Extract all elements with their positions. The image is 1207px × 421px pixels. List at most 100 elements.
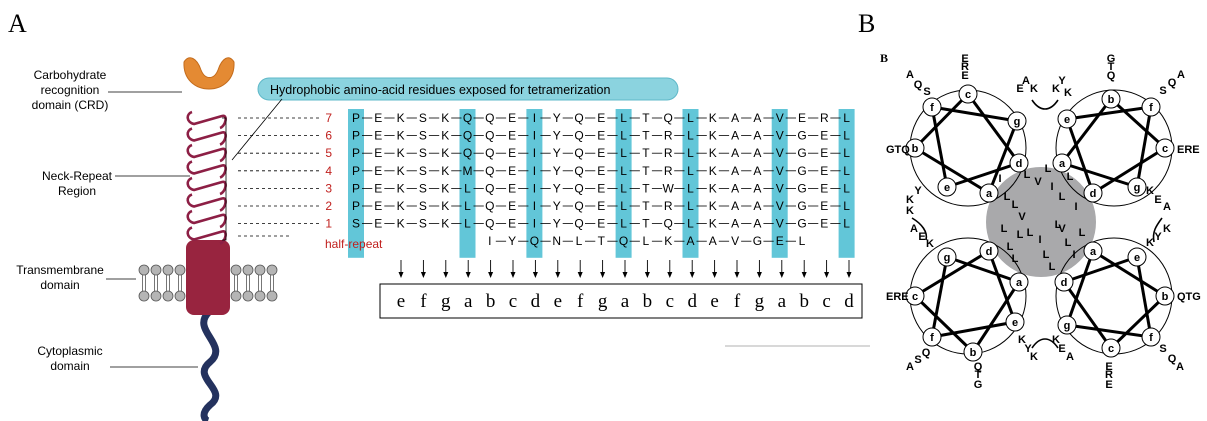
wheel-spoke xyxy=(1062,99,1111,163)
residue: E xyxy=(374,129,382,143)
lipid-head xyxy=(243,265,253,275)
core-residue: L xyxy=(1012,253,1019,265)
wheel-position-label: d xyxy=(1061,277,1068,289)
protein-schematic xyxy=(139,58,277,421)
salt-bridge-residue: Y xyxy=(914,185,922,197)
residue: L xyxy=(620,181,627,195)
edge-residue: A xyxy=(906,361,914,373)
residue: P xyxy=(352,129,360,143)
heptad-letter: g xyxy=(598,291,608,312)
repeat-number: 7 xyxy=(325,111,332,125)
wheel-position-label: g xyxy=(1014,116,1021,128)
residue: L xyxy=(843,164,850,178)
wheel-position-label: e xyxy=(1064,114,1070,126)
residue: L xyxy=(843,146,850,160)
arrow-head xyxy=(399,272,404,278)
residue: P xyxy=(352,199,360,213)
coil-turn xyxy=(188,211,226,227)
residue: L xyxy=(464,199,471,213)
salt-bridge-residue: Y xyxy=(1058,75,1066,87)
wheel-position-label: a xyxy=(986,188,993,200)
residue: T xyxy=(642,217,650,231)
wheel-position-label: d xyxy=(986,246,993,258)
residue: V xyxy=(776,129,784,143)
residue: G xyxy=(797,146,806,160)
residue: L xyxy=(687,164,694,178)
edge-residue: A xyxy=(1177,69,1185,81)
residue: E xyxy=(508,146,516,160)
arrow-head xyxy=(555,272,560,278)
wheel-position-label: b xyxy=(1162,291,1169,303)
residue: K xyxy=(441,129,449,143)
core-residue: L xyxy=(1055,219,1062,231)
residue: K xyxy=(441,181,449,195)
residue: L xyxy=(620,199,627,213)
residue: Q xyxy=(664,111,673,125)
residue: V xyxy=(776,199,784,213)
lipid-head xyxy=(151,265,161,275)
residue: L xyxy=(687,111,694,125)
residue: A xyxy=(686,234,694,248)
repeat-number: 5 xyxy=(325,146,332,160)
core-residue: V xyxy=(1018,211,1026,223)
residue: Q xyxy=(530,234,539,248)
panel-a-letter: A xyxy=(8,9,27,38)
lipid-head xyxy=(175,291,185,301)
residue: E xyxy=(374,217,382,231)
residue: Q xyxy=(485,217,494,231)
residue: S xyxy=(419,217,427,231)
heptad-letter: g xyxy=(755,291,765,312)
residue: Y xyxy=(553,181,561,195)
heptad-letter: c xyxy=(822,291,830,312)
wheel-position-label: f xyxy=(1149,102,1153,114)
residue: Q xyxy=(574,217,583,231)
residue: E xyxy=(508,164,516,178)
residue: Q xyxy=(664,217,673,231)
residue: Q xyxy=(574,199,583,213)
residue: E xyxy=(597,111,605,125)
residue: E xyxy=(597,217,605,231)
arrow-head xyxy=(824,272,829,278)
residue: E xyxy=(374,146,382,160)
heptad-letter: f xyxy=(420,291,427,312)
residue: K xyxy=(709,199,717,213)
core-residue: I xyxy=(1072,249,1075,261)
label-crd-line2: recognition xyxy=(41,83,100,97)
edge-residue: Q xyxy=(922,347,931,359)
residue: I xyxy=(533,181,536,195)
wheel-position-label: d xyxy=(1016,158,1023,170)
lipid-head xyxy=(139,265,149,275)
cytoplasmic-tail xyxy=(204,312,216,421)
salt-bridge-residue: A xyxy=(1163,201,1171,213)
sequence-alignment: 7PEKSKQQEIYQELTQLKAAVERL6PEKSKQQEIYQELTR… xyxy=(238,109,855,258)
salt-bridge-residue: E xyxy=(1058,343,1065,355)
residue: N xyxy=(552,234,561,248)
residue: K xyxy=(709,181,717,195)
core-residue: L xyxy=(1067,171,1074,183)
heptad-letter: a xyxy=(621,291,630,312)
residue: E xyxy=(820,129,828,143)
residue: P xyxy=(352,146,360,160)
edge-residue: Q xyxy=(1107,70,1116,82)
wheel-position-label: b xyxy=(912,143,919,155)
residue: Q xyxy=(463,146,472,160)
heptad-letter: c xyxy=(666,291,674,312)
residue: A xyxy=(753,111,761,125)
residue: K xyxy=(397,146,405,160)
edge-residue-group: ERE xyxy=(886,291,909,303)
core-residue: L xyxy=(1007,241,1014,253)
residue: K xyxy=(664,234,672,248)
residue: Q xyxy=(463,129,472,143)
residue: A xyxy=(709,234,717,248)
heptad-letter: a xyxy=(464,291,473,312)
residue: L xyxy=(843,199,850,213)
salt-bridge-residue: A xyxy=(1022,75,1030,87)
residue: S xyxy=(352,217,360,231)
residue: K xyxy=(441,199,449,213)
residue: S xyxy=(419,146,427,160)
arrow-head xyxy=(578,272,583,278)
residue: P xyxy=(352,164,360,178)
wheel-position-label: c xyxy=(1162,143,1168,155)
residue: Q xyxy=(485,111,494,125)
residue: Y xyxy=(553,164,561,178)
